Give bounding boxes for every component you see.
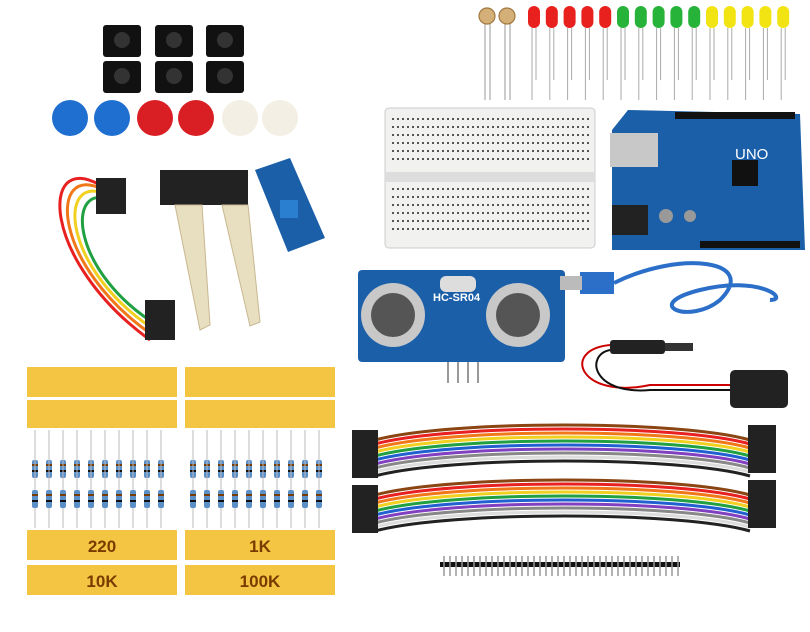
header-pins bbox=[440, 556, 680, 576]
leds bbox=[528, 6, 790, 100]
usb-cable bbox=[560, 261, 779, 314]
uno-label: UNO bbox=[735, 146, 769, 163]
ultrasonic-sensor bbox=[358, 270, 565, 383]
resistor-sets bbox=[27, 367, 335, 595]
resistor-label-1k: 1K bbox=[249, 537, 271, 556]
jumper-loop bbox=[58, 176, 175, 342]
battery-clip bbox=[581, 340, 788, 408]
resistor-label-10k: 10K bbox=[86, 572, 118, 591]
dupont-ribbons bbox=[352, 423, 776, 533]
photoresistors bbox=[478, 7, 516, 100]
push-buttons bbox=[103, 25, 244, 93]
sensor-module bbox=[255, 158, 325, 252]
soil-moisture-sensor bbox=[160, 170, 261, 331]
resistor-label-100k: 100K bbox=[239, 572, 281, 591]
resistor-label-220: 220 bbox=[87, 537, 117, 556]
hc-sr04-label: HC-SR04 bbox=[433, 292, 481, 304]
uno-board bbox=[610, 110, 805, 250]
button-caps bbox=[52, 100, 298, 136]
breadboard bbox=[384, 107, 596, 249]
